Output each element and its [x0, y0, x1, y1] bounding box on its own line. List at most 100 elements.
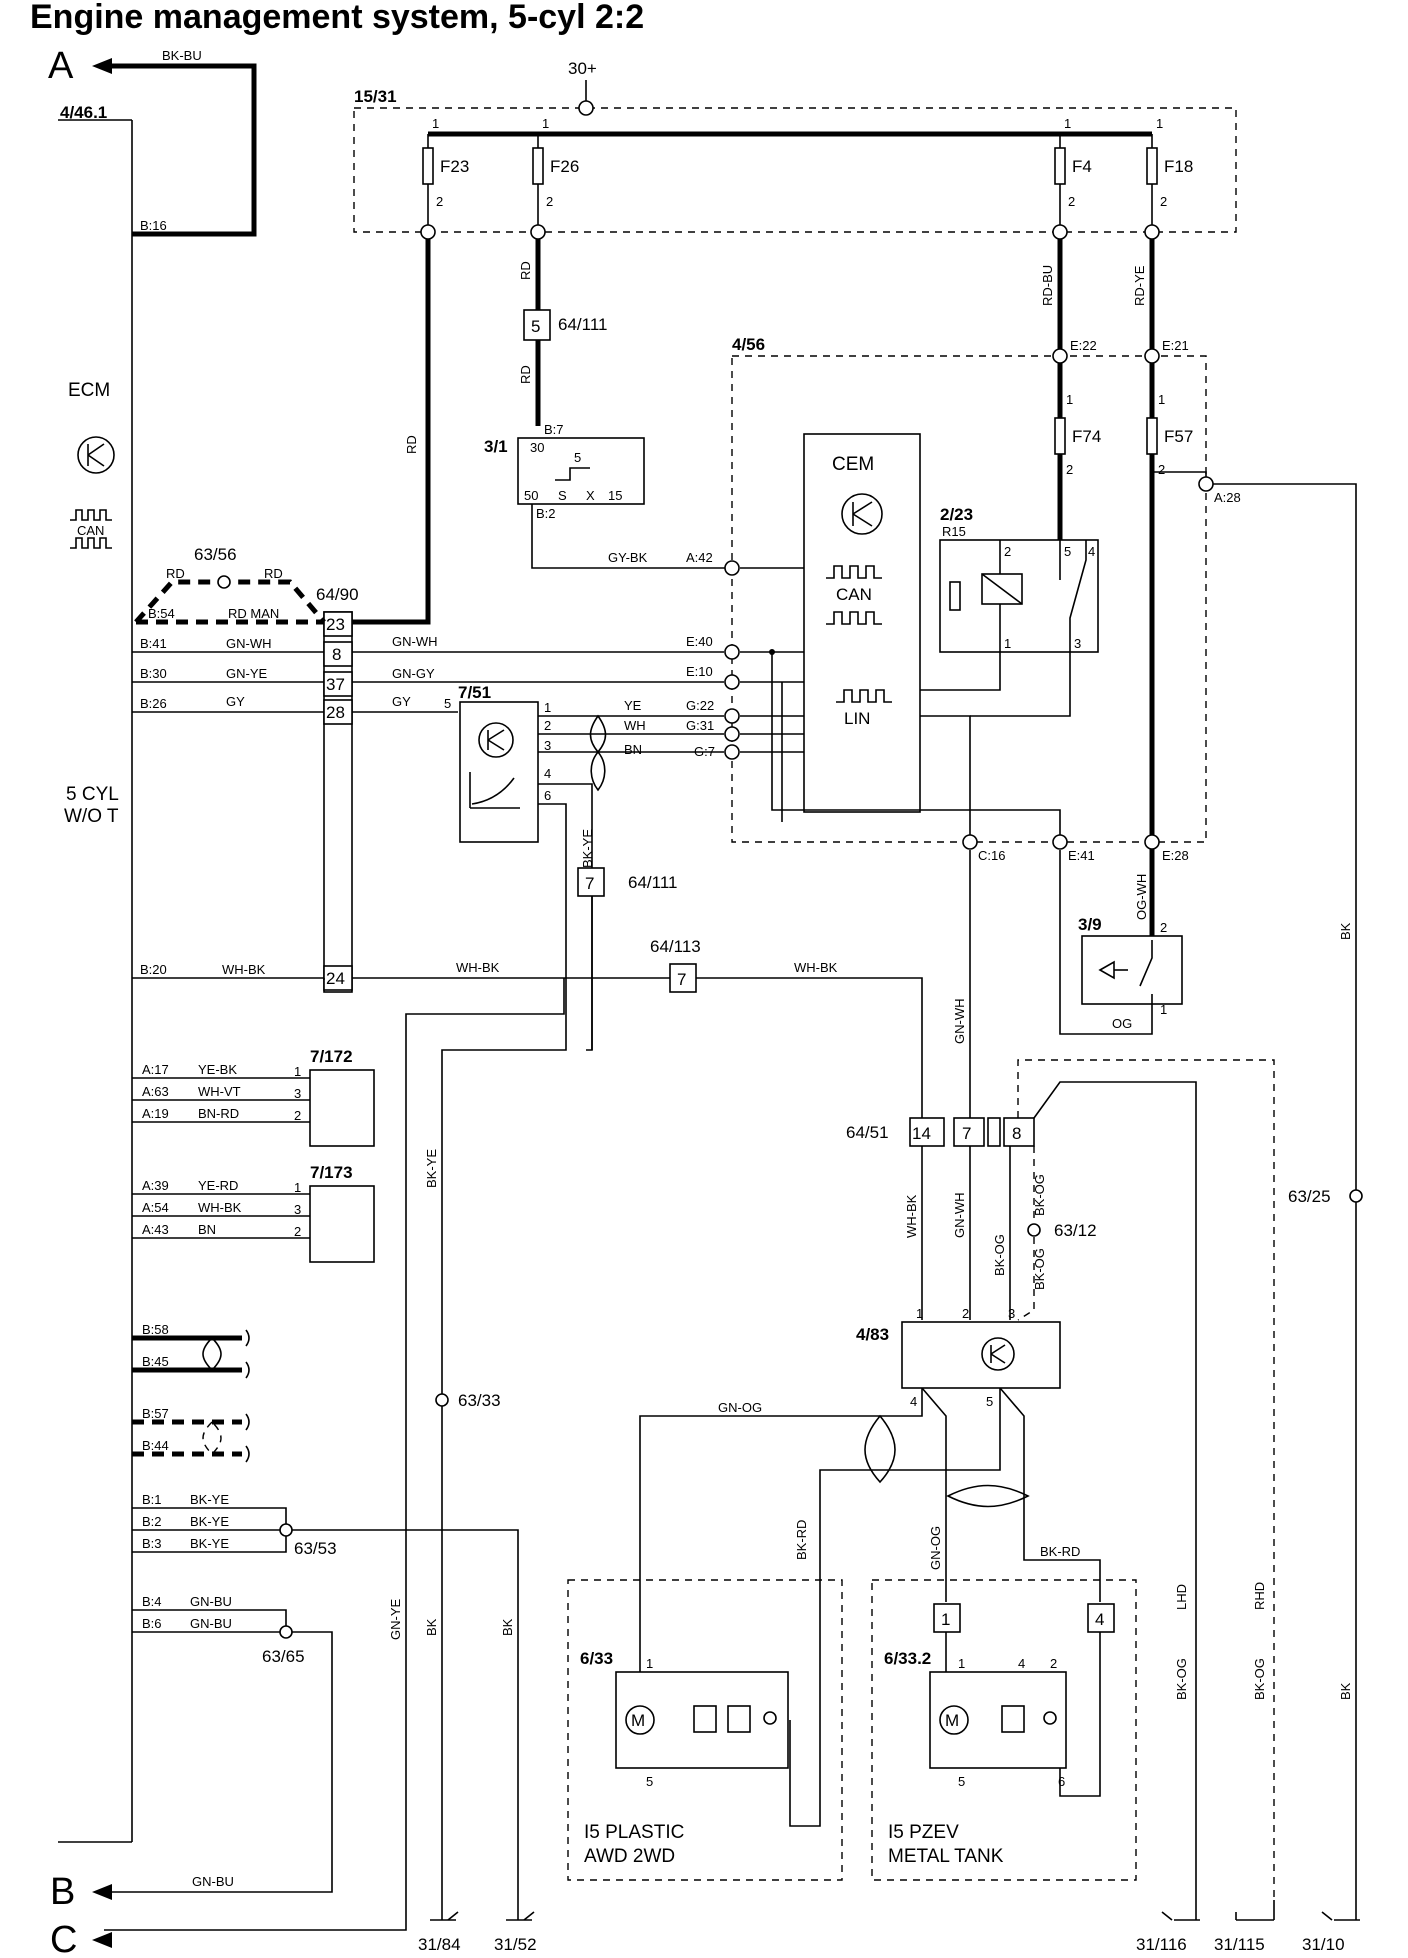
svg-text:2: 2	[1068, 194, 1075, 209]
ground-31-52: 31/52	[494, 1900, 537, 1954]
pin-b20: B:20	[140, 962, 167, 977]
pin-e41: E:41	[1068, 848, 1095, 863]
svg-text:2: 2	[962, 1306, 969, 1321]
ecm-variant-2: W/O T	[64, 806, 119, 827]
wire-label-og-wh: OG-WH	[1134, 874, 1149, 920]
fuse-F4: F4 1 2	[1054, 116, 1092, 232]
ground-31-115: 31/115	[1214, 1900, 1275, 1954]
wire-bk-rd-6332	[999, 1387, 1101, 1602]
svg-text:4: 4	[1018, 1656, 1025, 1671]
conn-64-113-ref: 64/113	[650, 937, 701, 956]
svg-text:2: 2	[294, 1224, 301, 1239]
wire-label-og: OG	[1112, 1016, 1132, 1031]
pin-a17: A:17	[142, 1062, 169, 1077]
svg-text:F4: F4	[1072, 157, 1092, 176]
can-signal-icon	[70, 509, 112, 549]
wire-bk-31-52	[286, 1529, 519, 1900]
fuse-F23: F23 1 2	[422, 116, 469, 232]
arrow-B-icon	[92, 1884, 112, 1900]
svg-text:2: 2	[544, 718, 551, 733]
svg-text:1: 1	[544, 700, 551, 715]
pump-6-33	[615, 1671, 789, 1769]
conn-64-111-a-ref: 64/111	[558, 315, 607, 334]
svg-text:4: 4	[544, 766, 551, 781]
conn-64-111-b-ref: 64/111	[628, 873, 677, 892]
supply-node	[578, 100, 594, 116]
transistor-icon	[77, 436, 115, 474]
svg-text:1: 1	[1156, 116, 1163, 131]
wire-label-bk-3110: BK	[1338, 1682, 1353, 1700]
ignition-ref: 3/1	[484, 437, 508, 456]
supply-label: 30+	[568, 59, 597, 78]
pin-c16: C:16	[978, 848, 1005, 863]
svg-text:3: 3	[294, 1202, 301, 1217]
pin-g31: G:31	[686, 718, 714, 733]
pin-a43: A:43	[142, 1222, 169, 1237]
pin-b58: B:58	[142, 1322, 169, 1337]
wire-label-rd-5: RD	[264, 566, 283, 581]
switch-3-9	[1081, 935, 1183, 1005]
module-7-51	[459, 701, 539, 843]
svg-text:M: M	[945, 1711, 959, 1730]
connector-64-51: 14 7 8	[912, 1124, 1021, 1143]
pump-6-33-note1: I5 PLASTIC	[584, 1822, 684, 1843]
pin-b6: B:6	[142, 1616, 162, 1631]
svg-text:2: 2	[546, 194, 553, 209]
module-4-83-transistor-icon	[981, 1337, 1015, 1371]
wire-rd-F23	[324, 232, 431, 625]
svg-text:28: 28	[326, 703, 345, 722]
wire-label-rd-ye: RD-YE	[1132, 265, 1147, 306]
wire-label-gn-bu-1: GN-BU	[190, 1594, 232, 1609]
svg-text:1: 1	[646, 1656, 653, 1671]
cem-can-label: CAN	[836, 585, 872, 604]
module-4-83	[901, 1321, 1061, 1389]
wire-label-bk-og-2: BK-OG	[1032, 1174, 1047, 1216]
svg-text:F26: F26	[550, 157, 579, 176]
splice-63-33-label: 63/12	[1054, 1221, 1097, 1240]
pump-6-33-2-note1: I5 PZEV	[888, 1822, 959, 1843]
svg-text:2: 2	[1160, 194, 1167, 209]
svg-text:2: 2	[1160, 920, 1167, 935]
module-4-83-ref: 4/83	[856, 1325, 889, 1344]
label-lhd: LHD	[1174, 1584, 1189, 1610]
fuse-F18: F18 1 2	[1146, 116, 1193, 232]
svg-text:8: 8	[332, 645, 341, 664]
wire-label-rd-4: RD	[166, 566, 185, 581]
fuse-F74	[1054, 417, 1066, 455]
svg-text:3: 3	[1074, 636, 1081, 651]
svg-text:1: 1	[542, 116, 549, 131]
svg-text:3: 3	[1008, 1306, 1015, 1321]
twisted-pair-2-icon	[864, 1414, 896, 1484]
pin-b1: B:1	[142, 1492, 162, 1507]
ignition-switch-3-1	[517, 437, 645, 505]
wire-label-gn-wh-4: GN-WH	[952, 1193, 967, 1239]
sensor-7-173	[309, 1185, 375, 1263]
splice-63-53-label: 63/53	[294, 1539, 337, 1558]
pump-6-33-2-area	[871, 1579, 1137, 1881]
splice-63-65-label: 63/65	[262, 1647, 305, 1666]
pin-a28: A:28	[1214, 490, 1241, 505]
svg-text:2: 2	[294, 1108, 301, 1123]
wire-label-bk-og-lhd: BK-OG	[1174, 1658, 1189, 1700]
wire-label-ye-rd: YE-RD	[198, 1178, 238, 1193]
fuse-F74-label: F74	[1072, 427, 1101, 446]
cem-internal-e41	[771, 652, 1061, 842]
ecm-variant-1: 5 CYL	[66, 784, 119, 805]
pin-b3: B:3	[142, 1536, 162, 1551]
fuse-F57-label: F57	[1164, 427, 1193, 446]
pump-motor-2-icon	[939, 1705, 969, 1735]
wire-label-bk-ye-b2: BK-YE	[190, 1514, 229, 1529]
arrow-C-icon	[92, 1932, 112, 1948]
wire-label-wh: WH	[624, 718, 646, 733]
conn-64-111-a	[523, 309, 551, 341]
pin-b26: B:26	[140, 696, 167, 711]
pin-e40: E:40	[686, 634, 713, 649]
pin-e28: E:28	[1162, 848, 1189, 863]
pump-6-33-2	[929, 1671, 1067, 1769]
conn-64-111-a-pin: 5	[531, 317, 540, 336]
wire-label-wh-bk-3: WH-BK	[794, 960, 838, 975]
svg-text:5: 5	[986, 1394, 993, 1409]
splice-63-33	[1027, 1223, 1041, 1237]
ground-31-10: 31/10	[1302, 1900, 1360, 1954]
wire-label-bn-rd: BN-RD	[198, 1106, 239, 1121]
